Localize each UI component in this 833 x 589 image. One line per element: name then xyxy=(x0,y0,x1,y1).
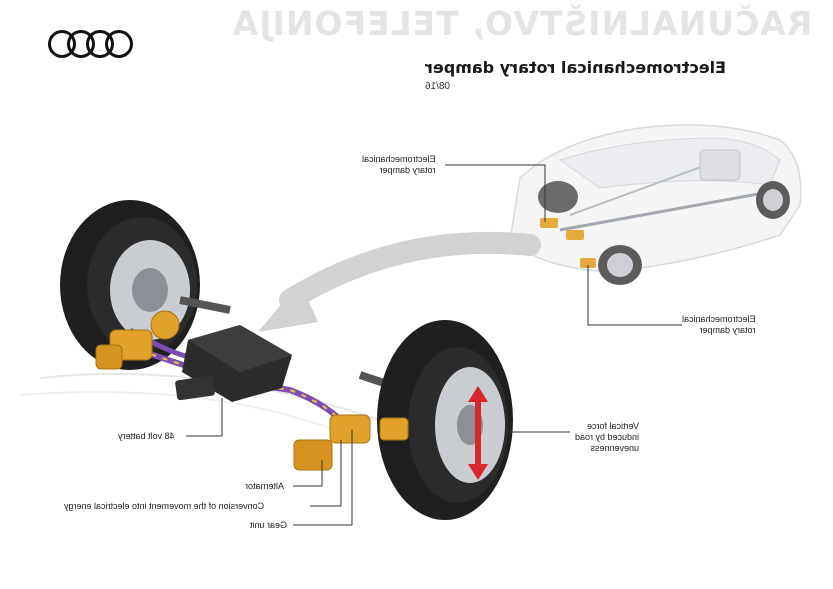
car-damper-marker xyxy=(540,218,558,228)
leader-lines xyxy=(186,164,682,526)
car-left-wheel xyxy=(538,181,578,213)
car-damper-marker xyxy=(580,258,596,268)
car-rear-axle xyxy=(699,149,741,181)
callout-alternator: Alternator xyxy=(245,481,285,491)
car-rear-wheel xyxy=(756,181,790,219)
axle-bar xyxy=(179,296,231,314)
road-line xyxy=(19,391,361,441)
callout-vertical-force: Vertical force induced by road unevennes… xyxy=(575,421,639,454)
callout-line: unevenness xyxy=(590,443,640,453)
callout-line: rotary damper xyxy=(699,325,756,335)
car-illustration xyxy=(509,124,802,285)
callout-gear-unit: Gear unit xyxy=(250,520,288,530)
audi-rings-logo xyxy=(48,30,133,58)
car-front-wheel xyxy=(598,245,642,285)
callout-line: Vertical force xyxy=(587,421,640,431)
zoom-arrow-head xyxy=(258,282,318,332)
callout-line: induced by road xyxy=(575,432,640,442)
callout-damper-bottom: Electromechanical rotary damper xyxy=(682,314,756,336)
left-rotary-damper xyxy=(95,310,180,370)
callout-conversion: Conversion of the movement into electric… xyxy=(64,501,265,511)
battery-48v xyxy=(175,325,292,402)
callout-battery: 48 volt battery xyxy=(118,431,175,441)
vertical-force-arrow xyxy=(468,386,488,480)
callout-damper-top: Electromechanical rotary damper xyxy=(362,154,436,176)
callout-line: Electromechanical xyxy=(362,154,436,164)
callout-line: rotary damper xyxy=(379,165,436,175)
callout-line: Electromechanical xyxy=(682,314,756,324)
zoom-arrow xyxy=(279,231,541,311)
car-damper-marker xyxy=(566,230,584,240)
